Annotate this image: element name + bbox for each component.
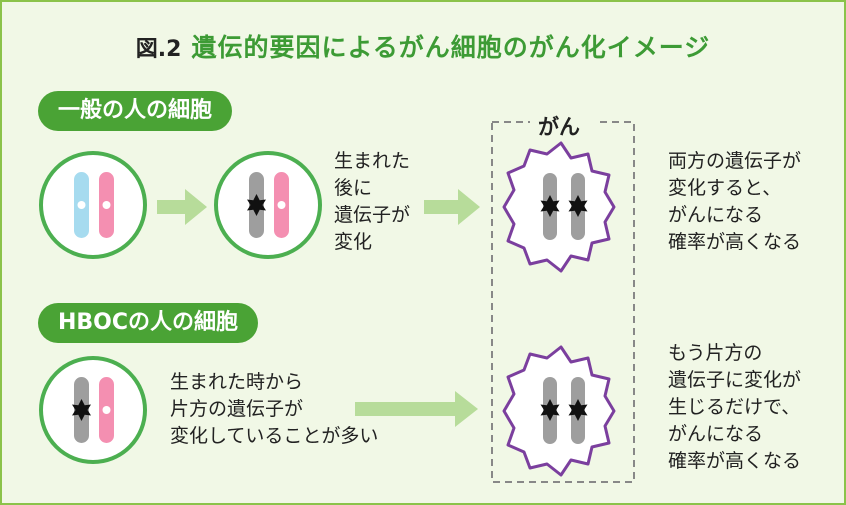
- arrow-normal-1: [157, 189, 207, 225]
- hboc-step-text: 生まれた時から 片方の遺伝子が 変化していることが多い: [170, 371, 379, 447]
- section-label-normal: 一般の人の細胞: [38, 91, 233, 131]
- cell-normal-healthy: [39, 151, 147, 259]
- cell-hboc-inherited-mutation: [39, 356, 147, 464]
- cancer-label-backdrop: [530, 106, 598, 136]
- section-label-hboc: HBOCの人の細胞: [38, 303, 259, 343]
- cancer-label: がん: [538, 115, 580, 139]
- normal-cancer-note: 両方の遺伝子が 変化すると、 がんになる 確率が高くなる: [668, 150, 802, 253]
- normal-step-text: 生まれた 後に 遺伝子が 変化: [334, 150, 411, 253]
- arrow-hboc: [355, 391, 478, 427]
- cell-normal-one-mutation: [214, 151, 322, 259]
- figure-title-row: 図.2 遺伝的要因によるがん細胞のがん化イメージ: [2, 28, 844, 64]
- figure-title: 遺伝的要因によるがん細胞のがん化イメージ: [191, 33, 711, 62]
- hboc-cancer-note: もう片方の 遺伝子に変化が 生じるだけで、 がんになる 確率が高くなる: [668, 342, 802, 472]
- cancer-cell-normal: [502, 141, 616, 273]
- figure-number: 図.2: [135, 37, 182, 62]
- arrow-normal-2: [424, 189, 480, 225]
- cancer-cell-hboc: [502, 345, 616, 477]
